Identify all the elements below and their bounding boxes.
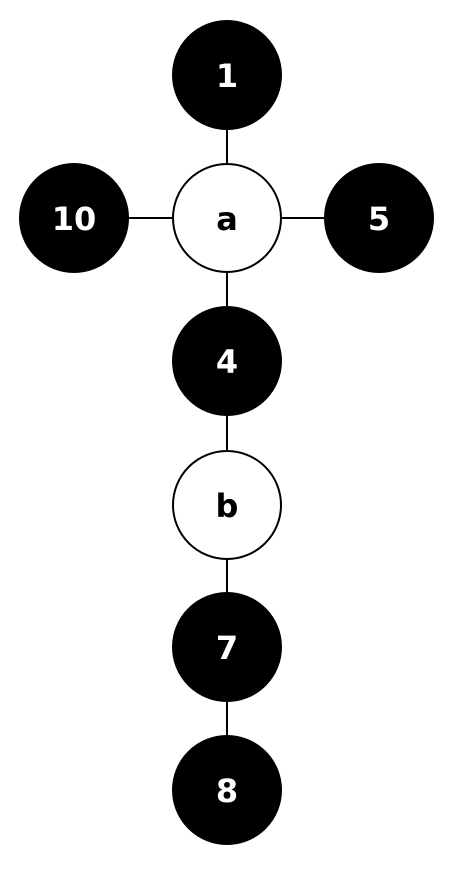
nodes-layer: 1 a 10 5 4 b 7 8 <box>19 20 434 845</box>
node-4: 4 <box>172 306 282 416</box>
node-10: 10 <box>19 163 129 273</box>
node-label: 5 <box>368 200 390 238</box>
node-label: 4 <box>216 343 238 381</box>
node-8: 8 <box>172 735 282 845</box>
node-circle <box>172 20 282 130</box>
node-label: 10 <box>52 200 97 238</box>
node-circle <box>172 306 282 416</box>
node-7: 7 <box>172 592 282 702</box>
node-label: a <box>216 200 238 238</box>
node-label: b <box>216 487 239 525</box>
node-circle <box>19 163 129 273</box>
node-5: 5 <box>324 163 434 273</box>
node-circle <box>324 163 434 273</box>
node-label: 8 <box>216 772 238 810</box>
node-label: 1 <box>216 57 238 95</box>
node-a: a <box>172 163 282 273</box>
node-label: 7 <box>216 629 238 667</box>
node-circle <box>172 450 282 560</box>
node-circle <box>172 592 282 702</box>
node-circle <box>172 163 282 273</box>
node-b: b <box>172 450 282 560</box>
node-1: 1 <box>172 20 282 130</box>
node-circle <box>172 735 282 845</box>
